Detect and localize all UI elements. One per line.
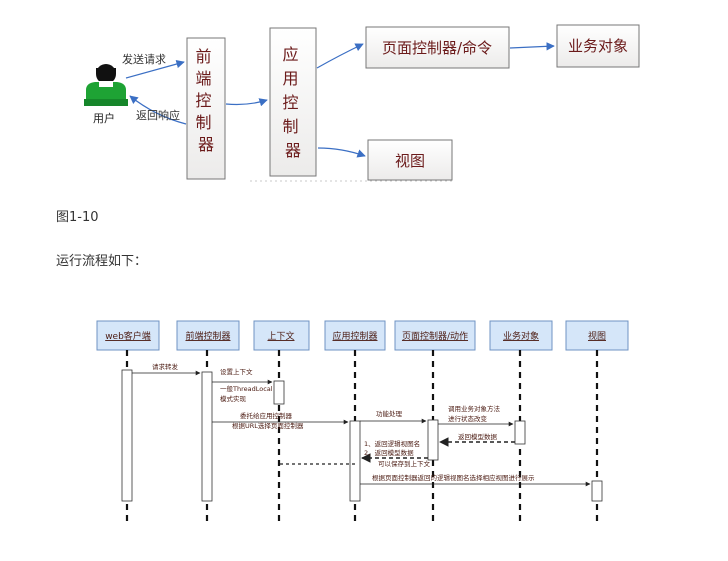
view-label: 视图 <box>395 152 425 170</box>
participant-front-controller: 前端控制器 <box>176 320 240 351</box>
participant-page-controller: 页面控制器/动作 <box>394 320 476 351</box>
front-controller-label: 前 端 控 制 器 <box>195 47 216 154</box>
participant-app-controller: 应用控制器 <box>324 320 386 351</box>
participant-front-controller-label: 前端控制器 <box>185 330 230 342</box>
msg-request-forward-label: 请求转发 <box>152 362 179 371</box>
app-to-page-arrow <box>316 43 364 69</box>
msg-return-model-label: 返回模型数据 <box>458 432 498 441</box>
app-to-view-arrow <box>317 147 366 158</box>
app-controller-char-3: 控 <box>282 93 298 112</box>
activation-business-object <box>514 420 526 445</box>
front-controller-box <box>186 37 226 180</box>
app-controller-label: 应 用 控 制 器 <box>282 45 303 160</box>
participant-view-label: 视图 <box>588 330 606 342</box>
participant-context-label: 上下文 <box>267 330 294 342</box>
msg-set-context-label: 设置上下文 <box>220 367 253 376</box>
app-controller-box <box>269 27 317 177</box>
participant-app-controller-label: 应用控制器 <box>332 330 377 342</box>
app-controller-char-1: 应 <box>282 45 298 64</box>
msg-delegate-line2: 根据URL选择页面控制器 <box>232 421 304 430</box>
view-box <box>367 139 453 181</box>
msg-threadlocal-line2: 模式实现 <box>220 394 247 403</box>
msg-return-view-name-label: 1、返回逻辑视图名 <box>364 439 420 448</box>
app-controller-char-2: 用 <box>282 69 298 88</box>
front-to-app-arrow <box>225 98 268 107</box>
msg-func-process-label: 功能处理 <box>376 409 403 418</box>
business-object-box <box>556 24 640 68</box>
user-icon <box>84 64 128 106</box>
page-controller-label: 页面控制器/命令 <box>382 39 492 57</box>
activation-front-controller <box>201 371 213 502</box>
activation-bars <box>121 369 603 502</box>
participant-business-object: 业务对象 <box>489 320 553 351</box>
participant-business-object-label: 业务对象 <box>503 330 539 342</box>
figure-caption: 图1-10 <box>56 210 99 225</box>
msg-return-model-data-label: 2、返回模型数据 <box>364 448 414 457</box>
front-controller-char-1: 前 <box>195 47 211 66</box>
participant-context: 上下文 <box>253 320 310 351</box>
return-response-label: 返回响应 <box>136 108 180 122</box>
msg-threadlocal-line1: 一般ThreadLocal <box>220 384 273 393</box>
activation-app-controller <box>349 420 361 502</box>
msg-call-business-line1: 调用业务对象方法 <box>448 404 501 413</box>
activation-context <box>273 380 285 405</box>
business-object-label: 业务对象 <box>568 37 628 55</box>
participant-web-client-label: web客户端 <box>105 330 151 342</box>
architecture-diagram: 用户 前 端 控 制 器 应 用 控 制 器 页面控制器/命令 业务对象 视图 … <box>84 24 640 182</box>
page-to-business-arrow <box>509 42 555 51</box>
app-controller-char-4: 制 <box>282 117 298 136</box>
msg-save-context-label: 可以保存到上下文 <box>378 459 431 468</box>
send-request-label: 发送请求 <box>122 52 166 66</box>
msg-select-view-label: 根据页面控制器返回的逻辑视图名选择相应视图进行展示 <box>372 473 535 482</box>
participant-view: 视图 <box>565 320 629 351</box>
return-response-arrow <box>129 95 187 125</box>
front-controller-char-3: 控 <box>195 91 211 110</box>
front-controller-char-5: 器 <box>198 135 214 154</box>
activation-web-client <box>121 369 133 502</box>
participant-web-client: web客户端 <box>96 320 160 351</box>
front-controller-char-2: 端 <box>195 69 211 88</box>
page-controller-box <box>365 26 510 69</box>
send-request-arrow <box>125 59 185 79</box>
front-controller-char-4: 制 <box>195 113 211 132</box>
app-controller-char-5: 器 <box>285 141 301 160</box>
msg-delegate-line1: 委托给应用控制器 <box>240 411 293 420</box>
user-label: 用户 <box>93 111 115 125</box>
activation-page-controller <box>427 419 439 461</box>
activation-view <box>591 480 603 502</box>
lifelines <box>125 350 599 522</box>
msg-call-business-line2: 进行状态改变 <box>448 414 488 423</box>
flow-intro-text: 运行流程如下： <box>56 254 148 269</box>
participant-page-controller-label: 页面控制器/动作 <box>402 330 468 342</box>
